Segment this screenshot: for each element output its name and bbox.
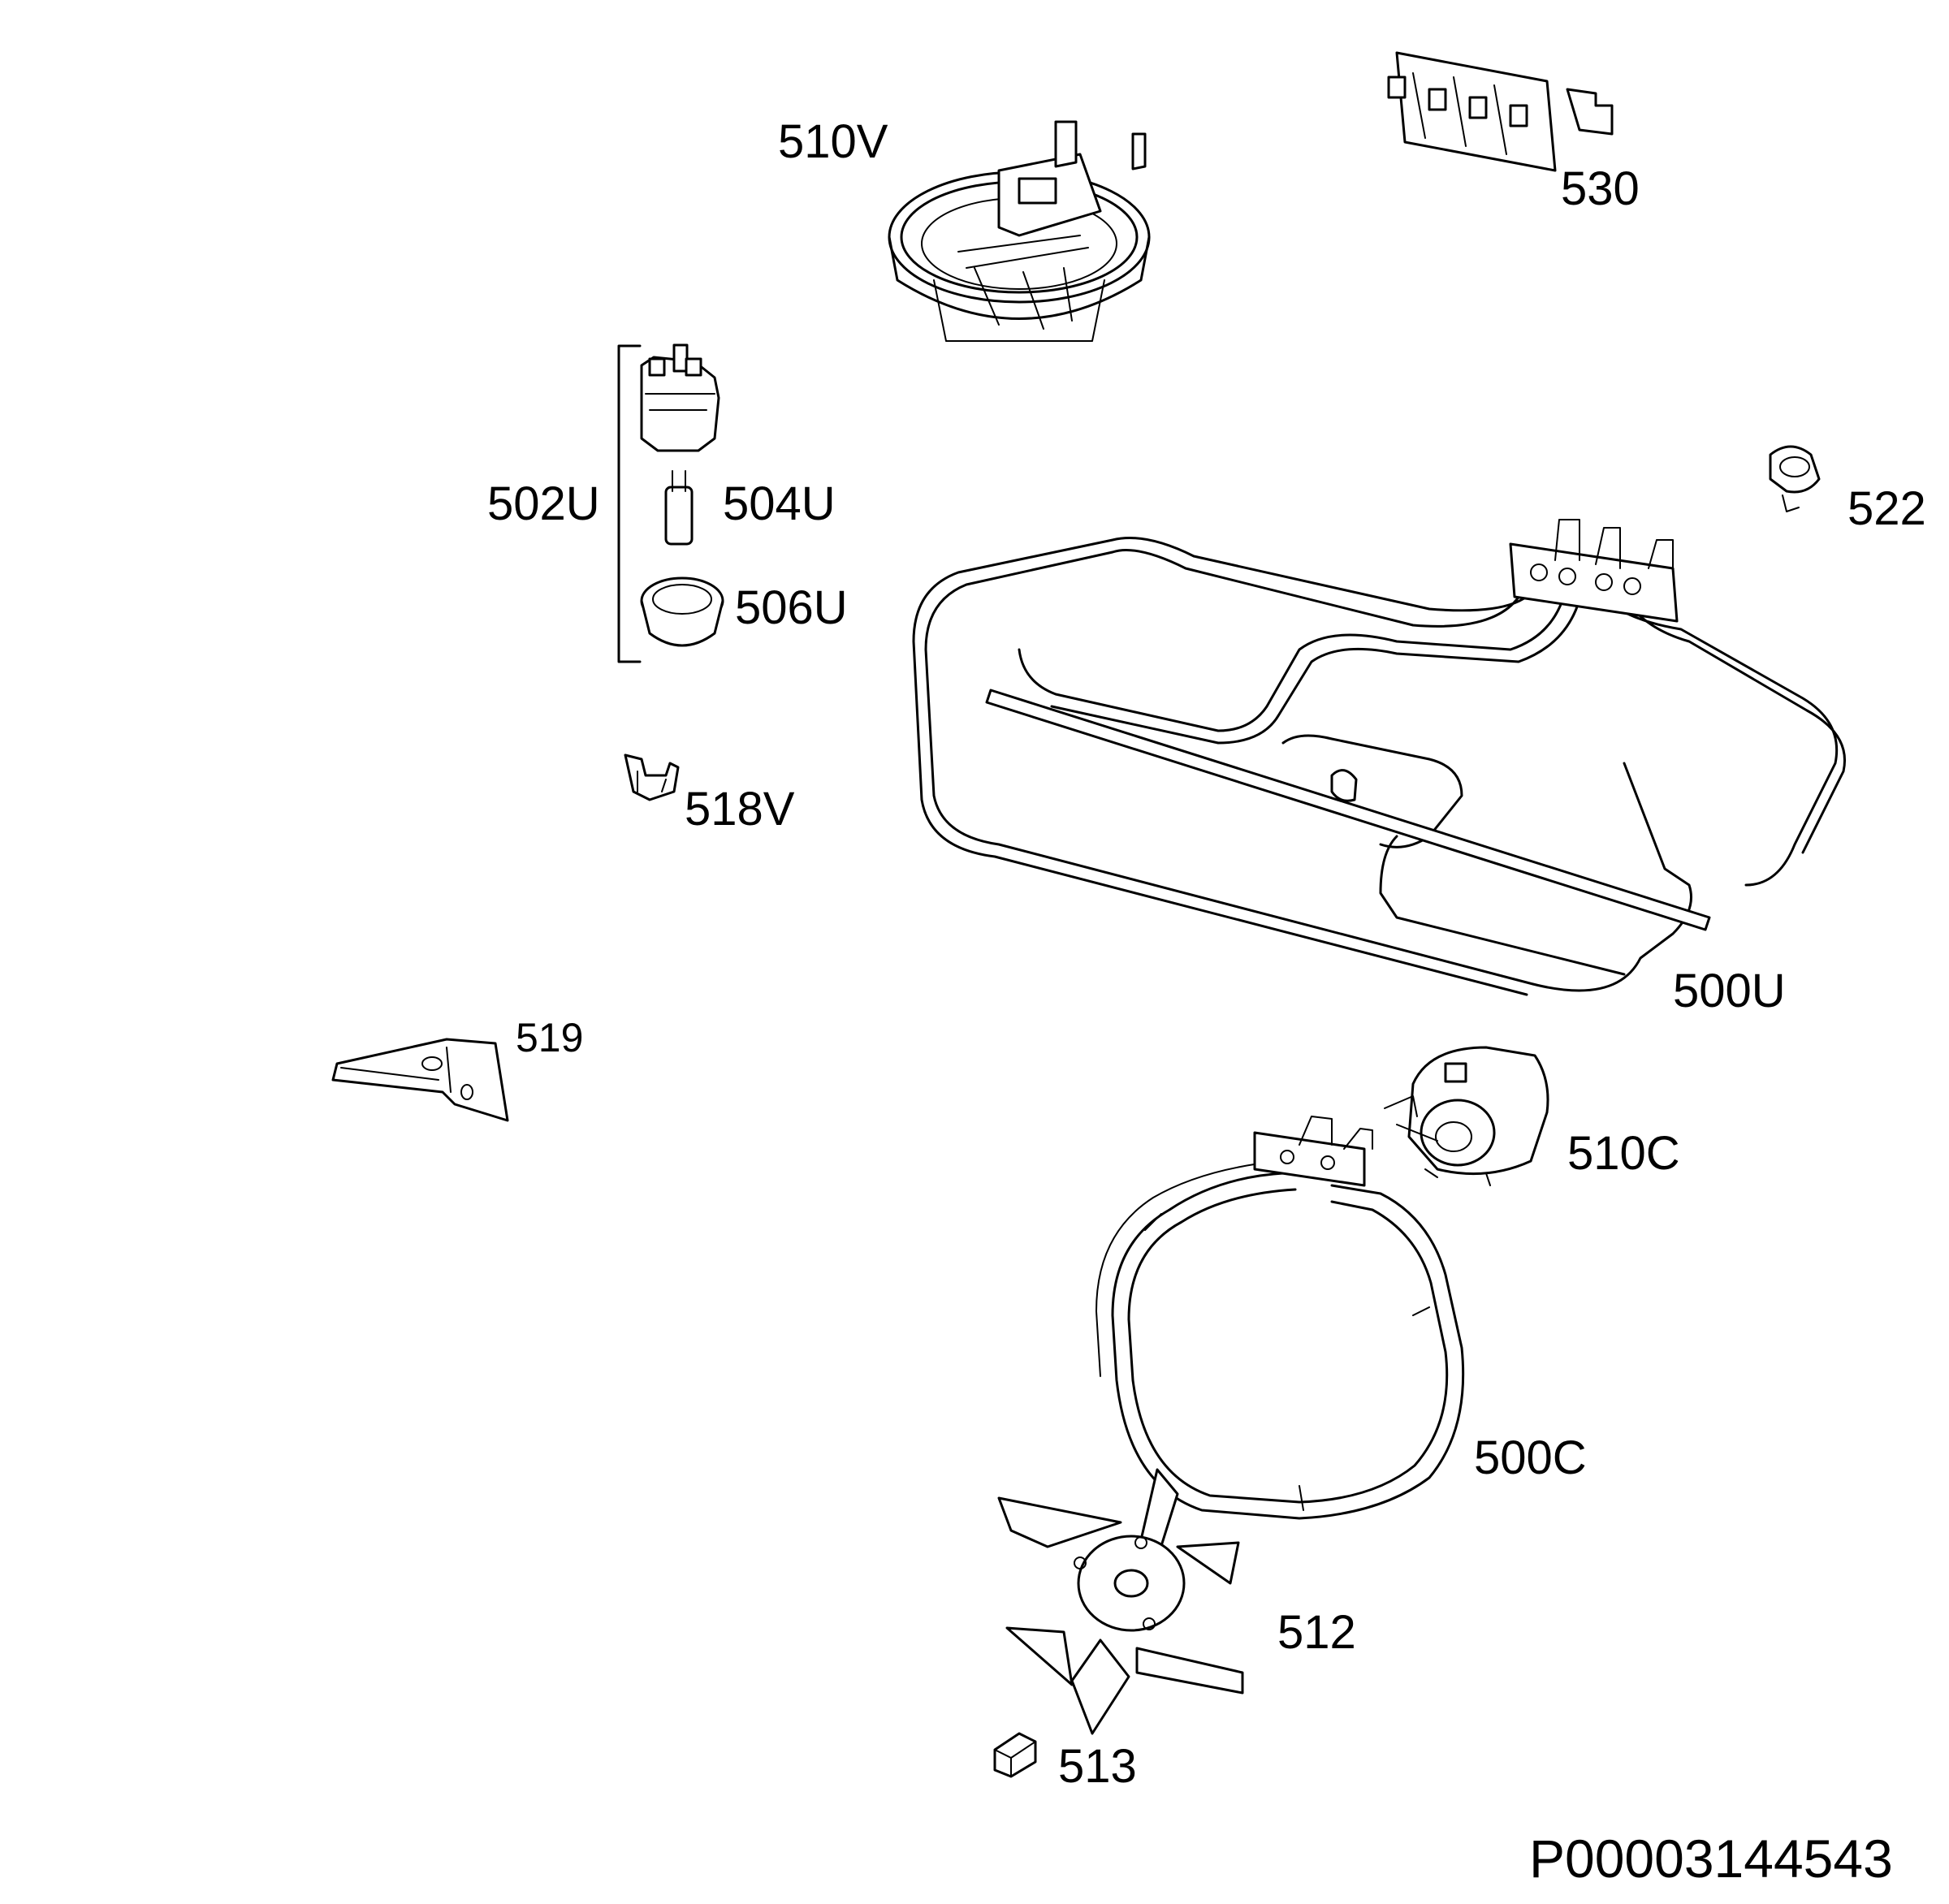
part-500u-grill-element[interactable] [912, 519, 1846, 996]
part-504u-bulb[interactable] [664, 470, 694, 546]
label-522: 522 [1847, 482, 1926, 535]
label-500c: 500C [1474, 1431, 1587, 1484]
label-502u: 502U [487, 477, 600, 530]
part-512-fan-blade[interactable] [997, 1468, 1244, 1735]
label-518v: 518V [685, 783, 795, 835]
label-530: 530 [1561, 162, 1640, 215]
part-500c-circular-element[interactable] [1096, 1116, 1465, 1520]
group-bracket-502u [617, 344, 642, 663]
part-510c-fan-motor[interactable] [1384, 1046, 1549, 1186]
part-522-clip[interactable] [1769, 445, 1821, 512]
label-513: 513 [1058, 1740, 1137, 1793]
part-510v-fan-motor-housing[interactable] [888, 120, 1151, 342]
label-504u: 504U [723, 477, 836, 530]
part-519-bracket[interactable] [331, 1038, 509, 1122]
label-519: 519 [516, 1015, 583, 1060]
diagram-id: P00003144543 [1529, 1828, 1893, 1889]
part-506u-lamp-cover[interactable] [640, 576, 724, 647]
label-506u: 506U [735, 581, 848, 634]
part-513-nut[interactable] [993, 1732, 1037, 1778]
part-518v-bracket[interactable] [624, 753, 680, 801]
label-510c: 510C [1567, 1127, 1680, 1180]
label-500u: 500U [1673, 965, 1786, 1017]
label-510v: 510V [778, 115, 888, 168]
part-502u-lamp-holder[interactable] [640, 343, 720, 452]
label-512: 512 [1277, 1606, 1356, 1659]
part-530-terminal-block[interactable] [1387, 51, 1614, 172]
